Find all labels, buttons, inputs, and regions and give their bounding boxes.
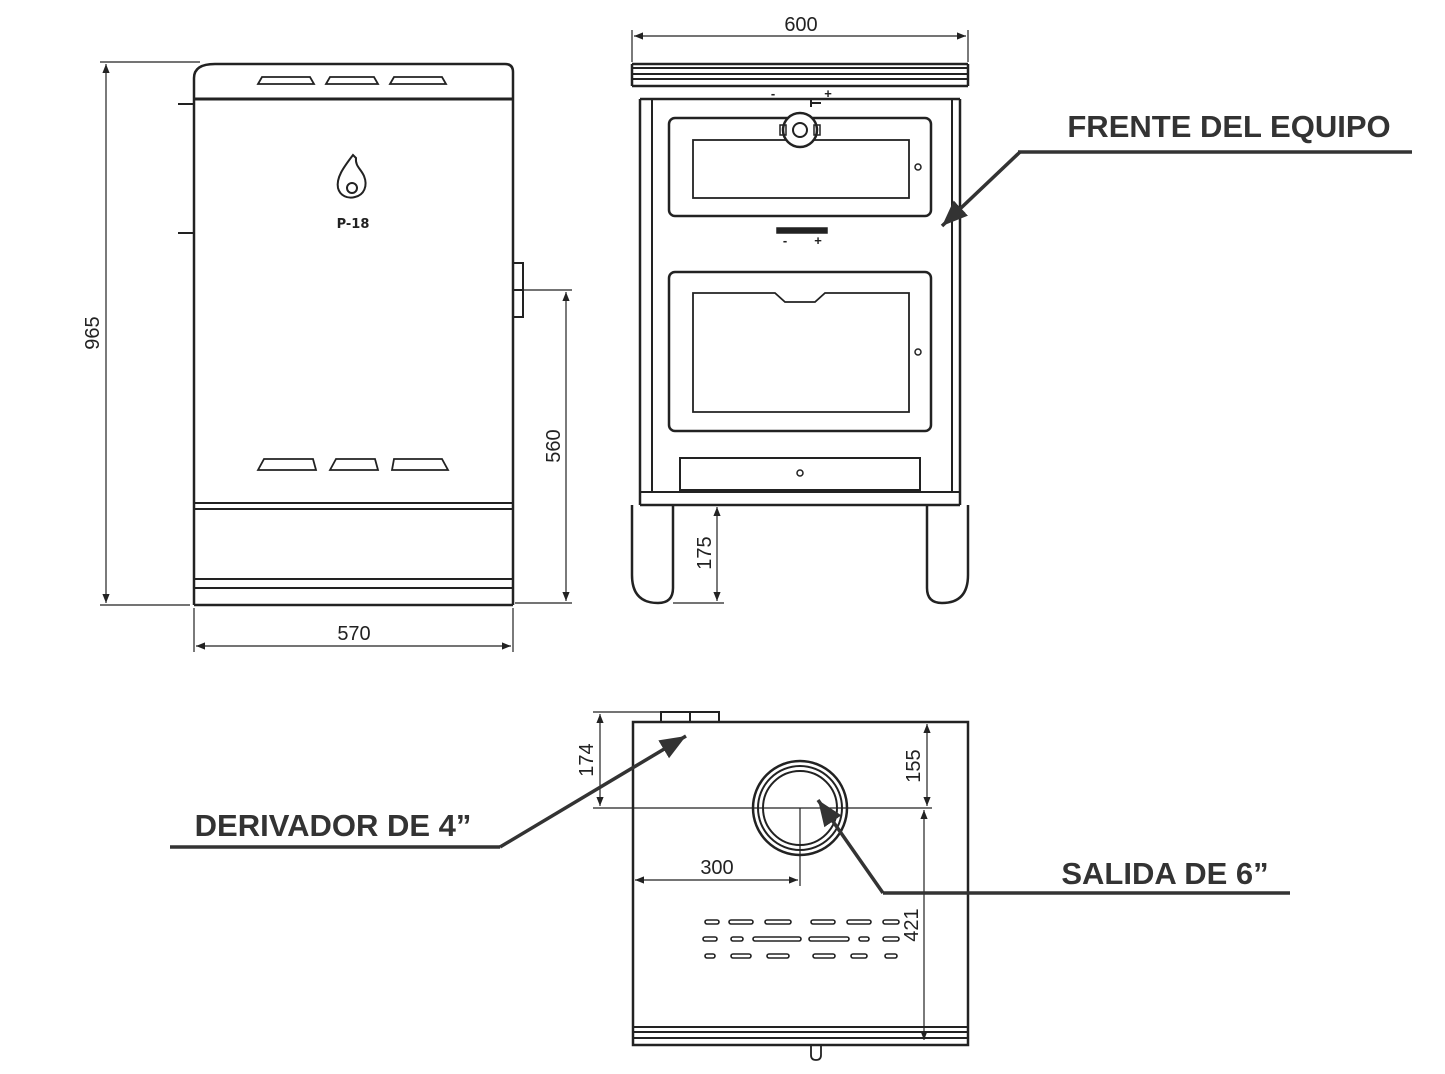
dim-depth [193, 608, 514, 652]
dim-570-text: 570 [337, 623, 370, 645]
front-view [630, 62, 970, 605]
top-vents [256, 76, 448, 85]
frente-callout [940, 150, 1412, 228]
derivador-callout [170, 734, 687, 849]
dim-derivador-offset [593, 711, 932, 809]
dim-height-total [100, 61, 200, 606]
salida-label: SALIDA DE 6” [1061, 856, 1268, 891]
bottom-vents [256, 458, 450, 471]
frente-label: FRENTE DEL EQUIPO [1067, 109, 1390, 144]
model-label: P-18 [337, 217, 370, 232]
dim-300-text: 300 [700, 857, 733, 879]
air-plus: + [814, 233, 822, 248]
dim-560-text: 560 [543, 429, 565, 462]
dim-155-text: 155 [903, 749, 925, 782]
dim-600-text: 600 [784, 14, 817, 36]
top-vent-slots [702, 919, 900, 959]
damper-plus: + [824, 86, 832, 101]
derivador-label: DERIVADOR DE 4” [195, 808, 472, 843]
air-minus: - [783, 233, 787, 248]
dim-outlet-side-offset [635, 808, 801, 886]
damper-minus: - [771, 86, 775, 101]
dim-421-text: 421 [901, 908, 923, 941]
salida-callout [816, 798, 1290, 895]
side-view [178, 62, 524, 607]
dim-chimney-height [515, 289, 572, 604]
dim-width [631, 30, 969, 62]
flame-logo-icon [336, 153, 367, 199]
dim-174-text: 174 [576, 743, 598, 776]
dim-965-text: 965 [82, 316, 104, 349]
dim-leg-height [673, 507, 724, 604]
dim-175-text: 175 [694, 536, 716, 569]
